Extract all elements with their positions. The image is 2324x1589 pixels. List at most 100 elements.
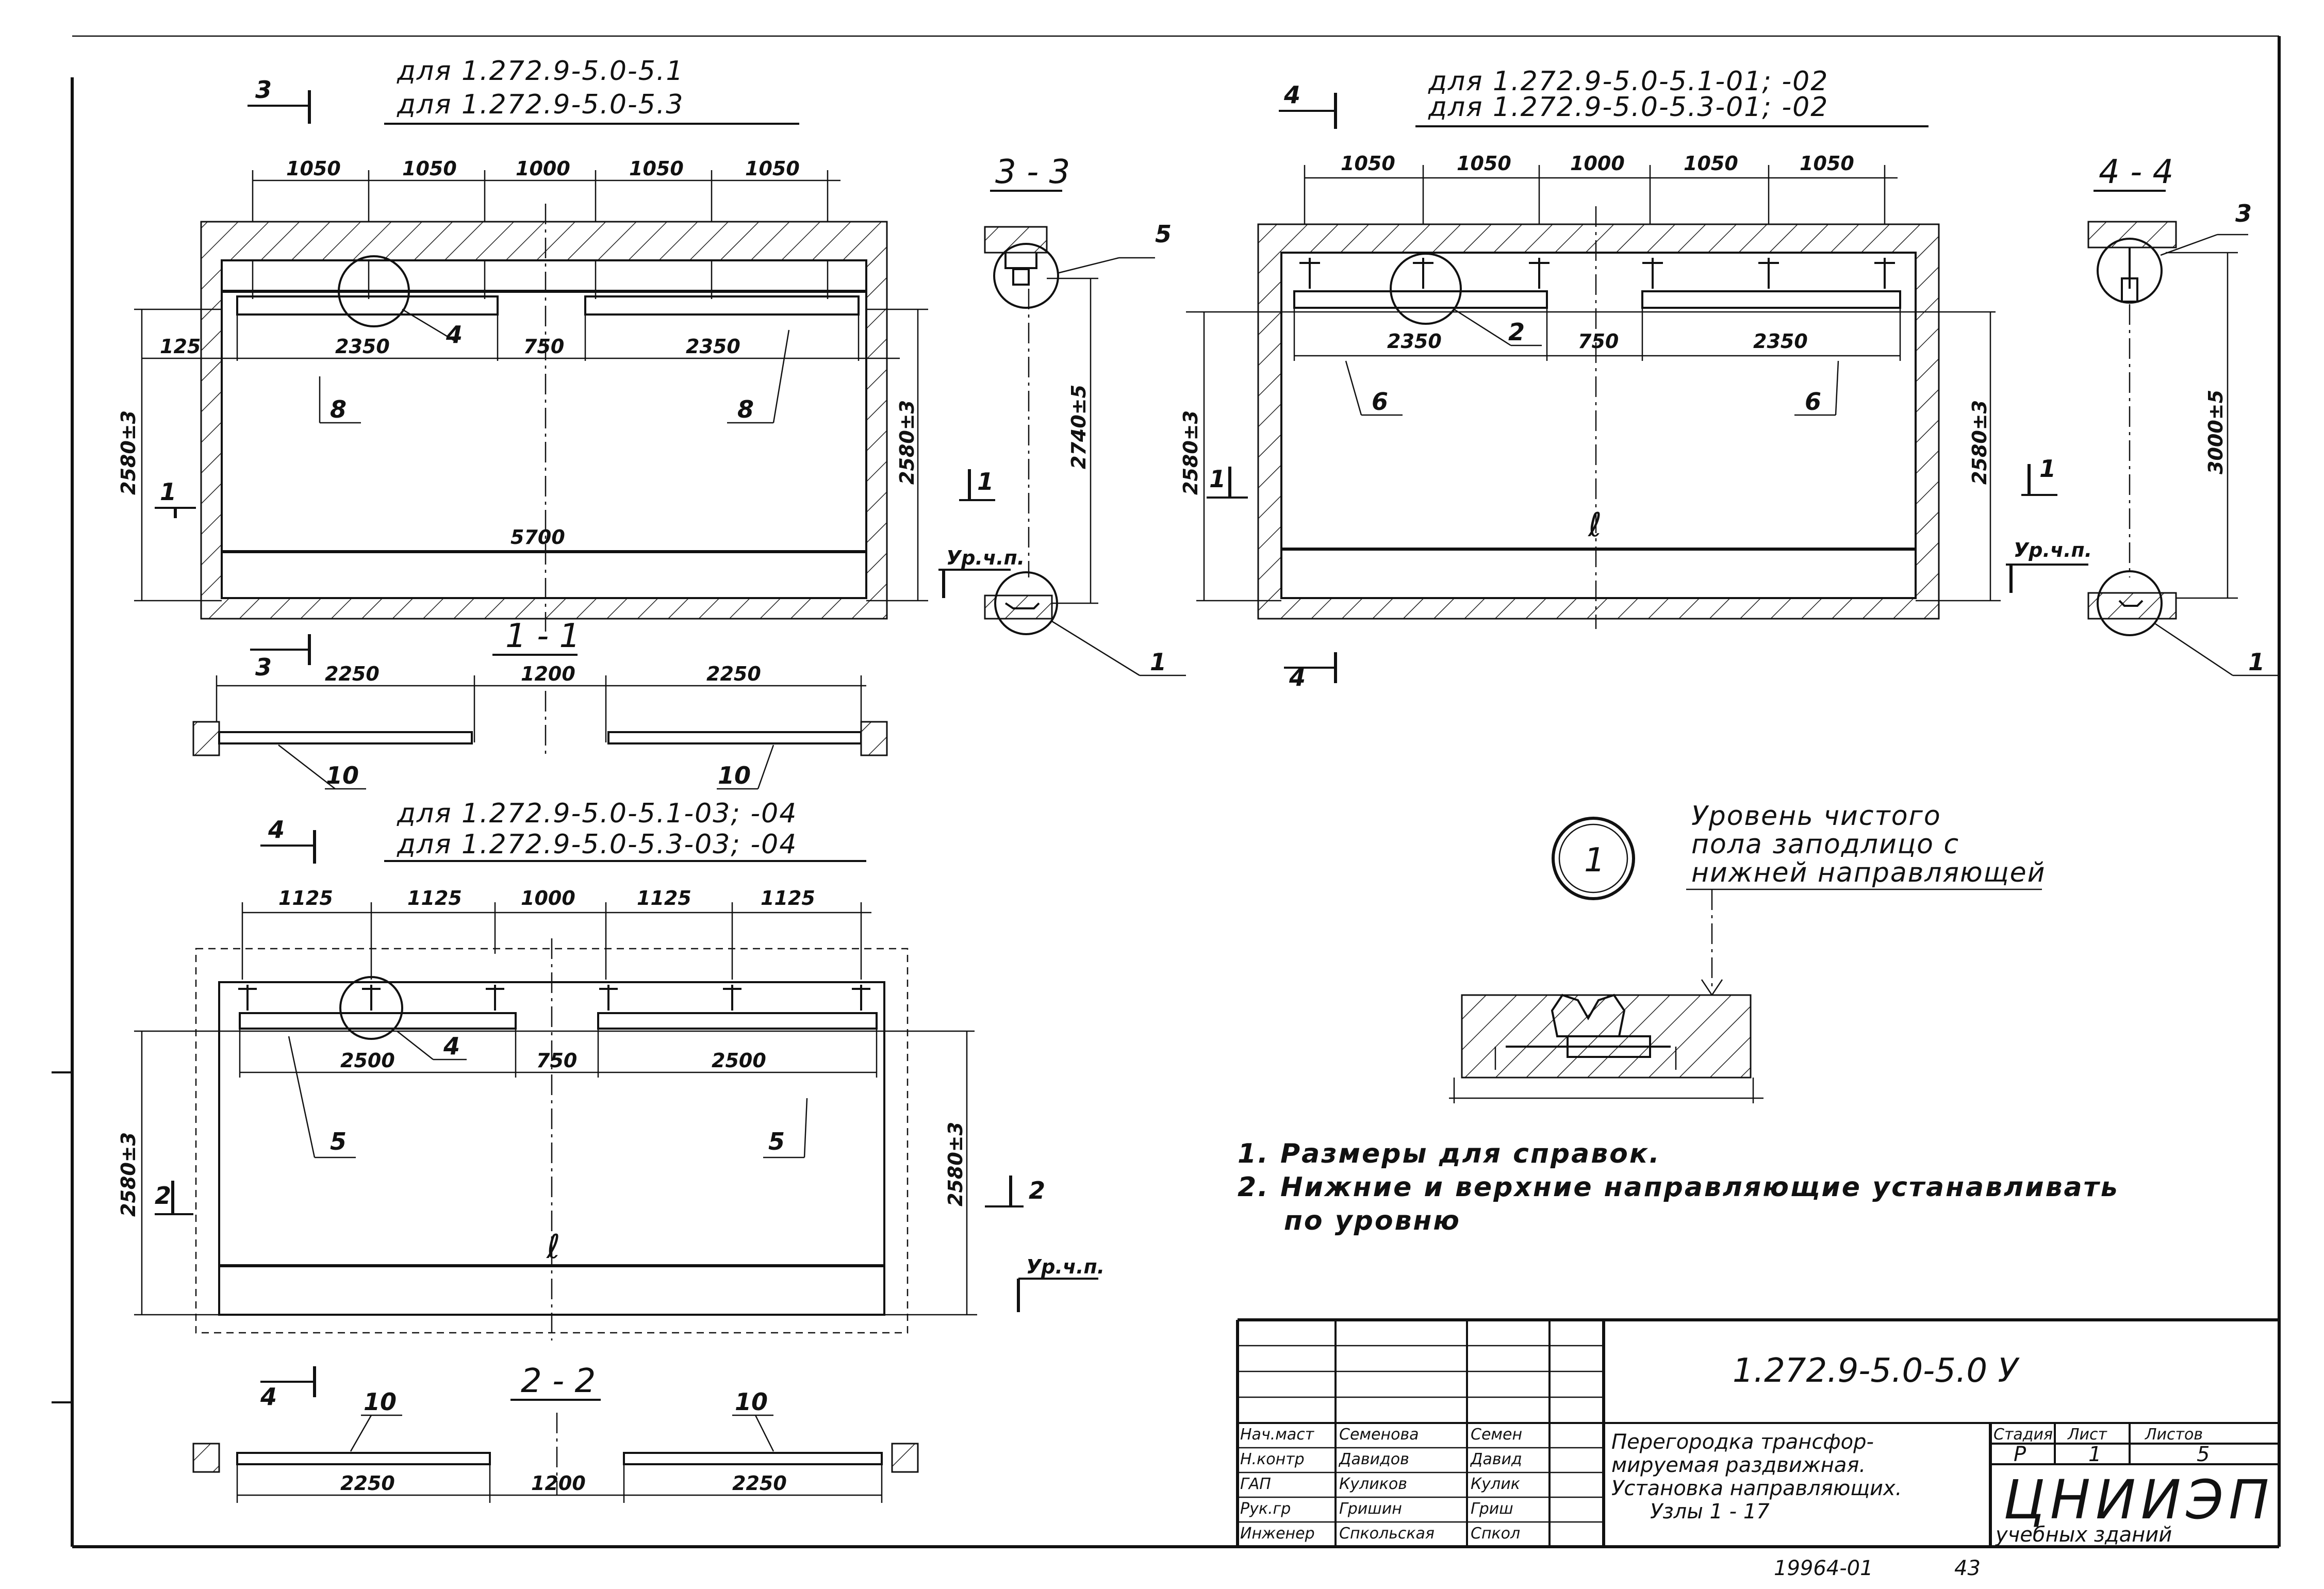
detail-node-1: 1 Уровень чистого пола заподлицо с нижне…: [1449, 801, 2046, 1103]
v3-sect-mark-right: 2: [1029, 1177, 1045, 1204]
s11-gap: 1200: [521, 663, 575, 685]
s33-title: 3 - 3: [995, 153, 1070, 191]
signature-4: Гриш: [1471, 1500, 1513, 1518]
v3-dim-1125-a: 1125: [278, 887, 333, 909]
s33-dim: 2740±5: [1067, 385, 1090, 469]
detail-caption-1: Уровень чистого: [1691, 801, 1941, 832]
note-1: 1. Размеры для справок.: [1238, 1138, 1661, 1169]
sheet-value: 1: [2088, 1443, 2101, 1466]
view-elevation-3: для 1.272.9-5.0-5.1-03; -04 для 1.272.9-…: [117, 798, 1105, 1411]
v3-dim-1125-d: 1125: [761, 887, 815, 909]
role-1: Нач.маст: [1240, 1426, 1315, 1444]
section-2-2: 2250 1200 2250 10 10: [192, 1388, 919, 1503]
s44-title: 4 - 4: [2099, 153, 2173, 191]
dim-1000: 1000: [516, 157, 570, 180]
v2-gap: 750: [1578, 330, 1619, 353]
section-title-1-1: 1 - 1: [505, 617, 580, 655]
v2-length: ℓ: [1588, 506, 1602, 544]
view2-applies-to-2: для 1.272.9-5.0-5.3-01; -02: [1428, 92, 1828, 123]
signature-5: Спкол: [1471, 1525, 1520, 1543]
node-ref-4: 4: [446, 321, 463, 349]
v2-dim-1000: 1000: [1570, 152, 1625, 175]
view-elevation-1: для 1.272.9-5.0-5.1 для 1.272.9-5.0-5.3 …: [117, 56, 995, 681]
v2-dim-1050-d: 1050: [1800, 152, 1854, 175]
title-block: 1.272.9-5.0-5.0 У Нач.маст Н.контр ГАП Р…: [1236, 1318, 2279, 1547]
v2-dim-1050-a: 1050: [1341, 152, 1395, 175]
s33-pos-5: 5: [1155, 220, 1172, 248]
role-2: Н.контр: [1240, 1450, 1305, 1468]
v2-pos-6-left: 6: [1372, 388, 1388, 416]
v3-sect-mark-left: 2: [155, 1182, 171, 1210]
s44-dim: 3000±5: [2204, 390, 2227, 474]
stage-value: Р: [2014, 1443, 2026, 1466]
role-4: Рук.гр: [1240, 1500, 1291, 1518]
detail-caption-3: нижней направляющей: [1691, 857, 2046, 888]
v3-dim-1125-b: 1125: [407, 887, 462, 909]
name-5: Спкольская: [1339, 1525, 1435, 1543]
v3-dim-1000: 1000: [521, 887, 575, 909]
v2-seg-left: 2350: [1387, 330, 1442, 353]
view-elevation-2: для 1.272.9-5.0-5.1-01; -02 для 1.272.9-…: [1179, 66, 2057, 691]
page-number: 43: [1954, 1557, 1981, 1580]
role-3: ГАП: [1240, 1475, 1271, 1493]
dim-length-5700: 5700: [510, 526, 565, 549]
v2-cut-mark-top: 4: [1283, 81, 1300, 109]
sheets-label: Листов: [2145, 1426, 2203, 1444]
name-2: Давидов: [1338, 1450, 1409, 1468]
height-right: 2580±3: [896, 400, 918, 485]
section-mark-1-left: 1: [160, 478, 176, 506]
cut-mark-3-top: 3: [255, 76, 272, 104]
detail-number: 1: [1584, 841, 1605, 880]
s22-gap: 1200: [531, 1472, 586, 1495]
v2-sect-mark-left: 1: [1209, 465, 1226, 493]
v3-length: ℓ: [546, 1228, 560, 1266]
detail-caption-2: пола заподлицо с: [1691, 829, 1959, 860]
section-mark-1-right: 1: [977, 468, 994, 495]
v3-seg-left: 2500: [340, 1049, 395, 1072]
signature-1: Семен: [1471, 1426, 1522, 1444]
v2-dim-1050-b: 1050: [1457, 152, 1511, 175]
view1-applies-to-1: для 1.272.9-5.0-5.1: [397, 56, 684, 87]
general-notes: 1. Размеры для справок. 2. Нижние и верх…: [1238, 1138, 2119, 1236]
s44-level: Ур.ч.п.: [2014, 539, 2092, 561]
v3-pos-5-left: 5: [330, 1128, 347, 1155]
v3-hangers: [238, 985, 870, 1011]
dim-seg-right: 2350: [686, 335, 740, 358]
footer: 19964-01 43: [1774, 1557, 1981, 1580]
stage-label: Стадия: [1993, 1426, 2053, 1444]
doc-title-4: Узлы 1 - 17: [1650, 1500, 1770, 1524]
v3-height-left: 2580±3: [117, 1132, 140, 1217]
section-4-4: 4 - 4 3 3000±5 Ур.ч.п. 1: [2006, 153, 2279, 676]
org-name: ЦНИИЭП: [2003, 1468, 2274, 1531]
archive-number: 19964-01: [1774, 1557, 1873, 1580]
view3-applies-to-2: для 1.272.9-5.0-5.3-03; -04: [397, 829, 797, 860]
s22-left: 2250: [340, 1472, 395, 1495]
dim-seg-left: 2350: [335, 335, 390, 358]
s11-left: 2250: [325, 663, 380, 685]
v3-seg-right: 2500: [712, 1049, 766, 1072]
note-2: 2. Нижние и верхние направляющие устанав…: [1238, 1172, 2119, 1203]
view3-applies-to-1: для 1.272.9-5.0-5.1-03; -04: [397, 798, 797, 829]
org-subtitle: учебных зданий: [1995, 1523, 2172, 1547]
v3-level: Ур.ч.п.: [1026, 1255, 1105, 1278]
pos-8-right: 8: [737, 395, 754, 423]
s22-right: 2250: [732, 1472, 787, 1495]
role-5: Инженер: [1240, 1525, 1315, 1543]
s22-pos-10-right: 10: [735, 1388, 768, 1416]
dim-edge-125: 125: [160, 335, 201, 358]
v3-dim-1125-c: 1125: [637, 887, 691, 909]
dim-1050-c: 1050: [629, 157, 684, 180]
v2-height-left: 2580±3: [1179, 410, 1202, 495]
cut-mark-3-bottom: 3: [255, 653, 272, 681]
pos-8-left: 8: [330, 395, 347, 423]
v3-cut-mark-bottom: 4: [260, 1383, 277, 1411]
s11-pos-10-right: 10: [718, 762, 751, 789]
signature-3: Кулик: [1471, 1475, 1520, 1493]
sheet-frame: [52, 35, 2281, 1548]
view1-applies-to-2: для 1.272.9-5.0-5.3: [397, 89, 684, 120]
signature-2: Давид: [1470, 1450, 1522, 1468]
v3-pos-5-right: 5: [768, 1128, 785, 1155]
doc-title-2: мируемая раздвижная.: [1611, 1453, 1866, 1477]
section-1-1: 2250 1200 2250 10 10: [192, 663, 888, 790]
